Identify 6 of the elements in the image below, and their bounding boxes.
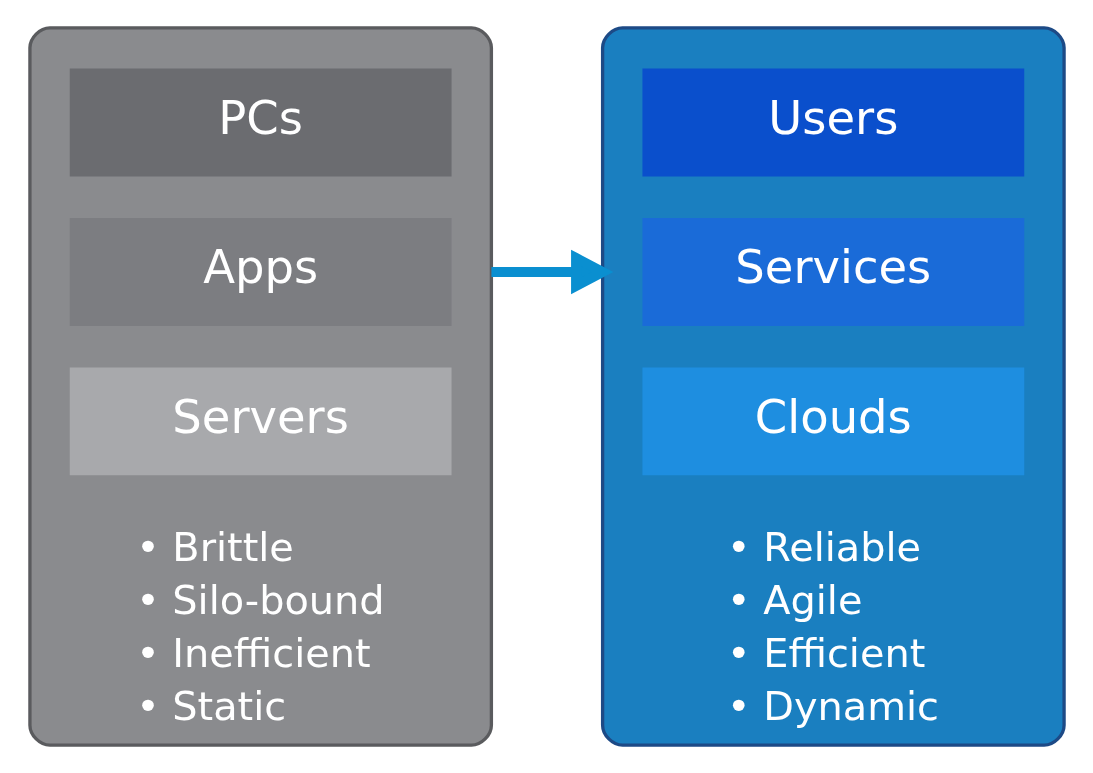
node-box: Servers — [69, 367, 452, 476]
node-box: PCs — [69, 68, 452, 177]
node-box: Services — [641, 218, 1024, 326]
node-box: Users — [641, 68, 1024, 177]
arrow — [490, 249, 613, 295]
node-box: Clouds — [641, 367, 1024, 476]
